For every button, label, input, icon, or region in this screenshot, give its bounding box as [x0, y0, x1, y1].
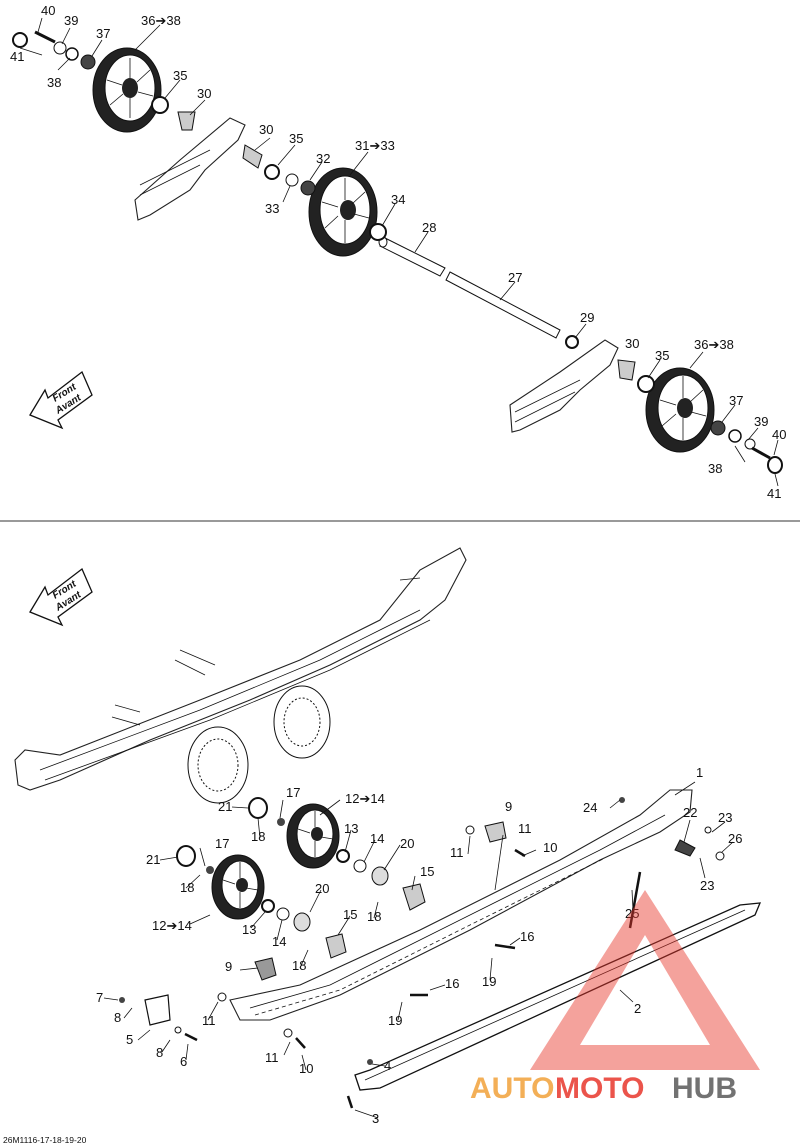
top-label: 38	[708, 461, 722, 476]
bottom-label: 19	[388, 1013, 402, 1028]
top-label: 32	[316, 151, 330, 166]
axle-27	[445, 271, 561, 339]
bottom-label: 5	[126, 1032, 133, 1047]
bottom-label: 19	[482, 974, 496, 989]
top-label: 40	[772, 427, 786, 442]
top-rail-right	[509, 339, 619, 433]
top-label: 41	[767, 486, 781, 501]
top-label: 40	[41, 3, 55, 18]
bottom-label: 18	[367, 909, 381, 924]
top-label: 33	[265, 201, 279, 216]
bottom-label: 11	[450, 845, 464, 860]
bottom-label: 16	[520, 929, 534, 944]
bottom-label: 21	[218, 799, 232, 814]
bottom-label: 13	[242, 922, 256, 937]
drawing-code: 26M1116-17-18-19-20	[3, 1135, 87, 1145]
bottom-label: 3	[372, 1111, 379, 1126]
top-label: 39	[754, 414, 768, 429]
bottom-label: 18	[292, 958, 306, 973]
bottom-label: 17	[215, 836, 229, 851]
watermark-text-hub: HUB	[672, 1072, 737, 1105]
bottom-label: 2	[634, 1001, 641, 1016]
top-label: 35	[655, 348, 669, 363]
top-label: 37	[729, 393, 743, 408]
top-assembly: 40 39 41 38 37 36➔38 35 30 30 35 32 31➔3…	[10, 3, 786, 501]
bottom-label: 20	[400, 836, 414, 851]
top-label: 36➔38	[141, 13, 181, 28]
top-label: 29	[580, 310, 594, 325]
idler-wheel-center	[308, 167, 378, 257]
bottom-label: 1	[696, 765, 703, 780]
bottom-label: 24	[583, 800, 597, 815]
bottom-label: 7	[96, 990, 103, 1005]
bottom-label: 23	[700, 878, 714, 893]
watermark-text-moto: MOTO	[555, 1072, 644, 1105]
bottom-label: 17	[286, 785, 300, 800]
bottom-label: 9	[225, 959, 232, 974]
bottom-label: 15	[343, 907, 357, 922]
idler-wheel-right	[645, 367, 715, 453]
bottom-label: 10	[299, 1061, 313, 1076]
top-hardware	[12, 30, 783, 474]
bottom-label: 12➔14	[345, 791, 385, 806]
axle-28	[378, 236, 446, 277]
bottom-assembly: Front Avant	[3, 547, 762, 1145]
bottom-label: 8	[114, 1010, 121, 1025]
top-label: 30	[197, 86, 211, 101]
top-label: 41	[10, 49, 24, 64]
top-label: 28	[422, 220, 436, 235]
top-label: 35	[289, 131, 303, 146]
bottom-label: 26	[728, 831, 742, 846]
top-label: 35	[173, 68, 187, 83]
top-label: 30	[259, 122, 273, 137]
bottom-label: 8	[156, 1045, 163, 1060]
watermark-triangle-logo	[530, 890, 760, 1070]
bottom-label: 18	[251, 829, 265, 844]
front-direction-arrow-top: Front Avant	[29, 370, 93, 430]
bottom-label: 13	[344, 821, 358, 836]
idler-wheel-lower-right	[286, 803, 340, 869]
idler-wheel-lower-left	[211, 854, 265, 920]
bottom-label: 20	[315, 881, 329, 896]
bottom-label: 23	[718, 810, 732, 825]
front-direction-arrow-bottom: Front Avant	[29, 567, 93, 627]
bottom-label: 11	[518, 821, 532, 836]
bottom-label: 11	[265, 1050, 279, 1065]
top-label: 36➔38	[694, 337, 734, 352]
top-label: 27	[508, 270, 522, 285]
bottom-label: 18	[180, 880, 194, 895]
bottom-label: 25	[625, 906, 639, 921]
bottom-hardware	[119, 797, 725, 1109]
top-label: 37	[96, 26, 110, 41]
top-rail-left	[134, 117, 246, 221]
bottom-label: 4	[384, 1058, 391, 1073]
bottom-label: 22	[683, 805, 697, 820]
bottom-label: 9	[505, 799, 512, 814]
bottom-label: 15	[420, 864, 434, 879]
top-label: 31➔33	[355, 138, 395, 153]
suspension-frame-outline	[14, 547, 467, 804]
top-label: 39	[64, 13, 78, 28]
bottom-label: 21	[146, 852, 160, 867]
slide-runner-2	[354, 902, 762, 1091]
slide-rail-1	[229, 789, 693, 1021]
automotohub-watermark: AUTO MOTO HUB	[470, 890, 760, 1105]
bottom-label: 16	[445, 976, 459, 991]
idler-wheel-top-left	[92, 47, 162, 133]
bottom-label: 11	[202, 1013, 216, 1028]
top-label: 38	[47, 75, 61, 90]
bottom-label: 6	[180, 1054, 187, 1069]
bottom-label: 12➔14	[152, 918, 192, 933]
bottom-label: 14	[272, 934, 286, 949]
bottom-label: 14	[370, 831, 384, 846]
bottom-label: 10	[543, 840, 557, 855]
top-label: 34	[391, 192, 405, 207]
top-label: 30	[625, 336, 639, 351]
watermark-text-auto: AUTO	[470, 1072, 554, 1105]
